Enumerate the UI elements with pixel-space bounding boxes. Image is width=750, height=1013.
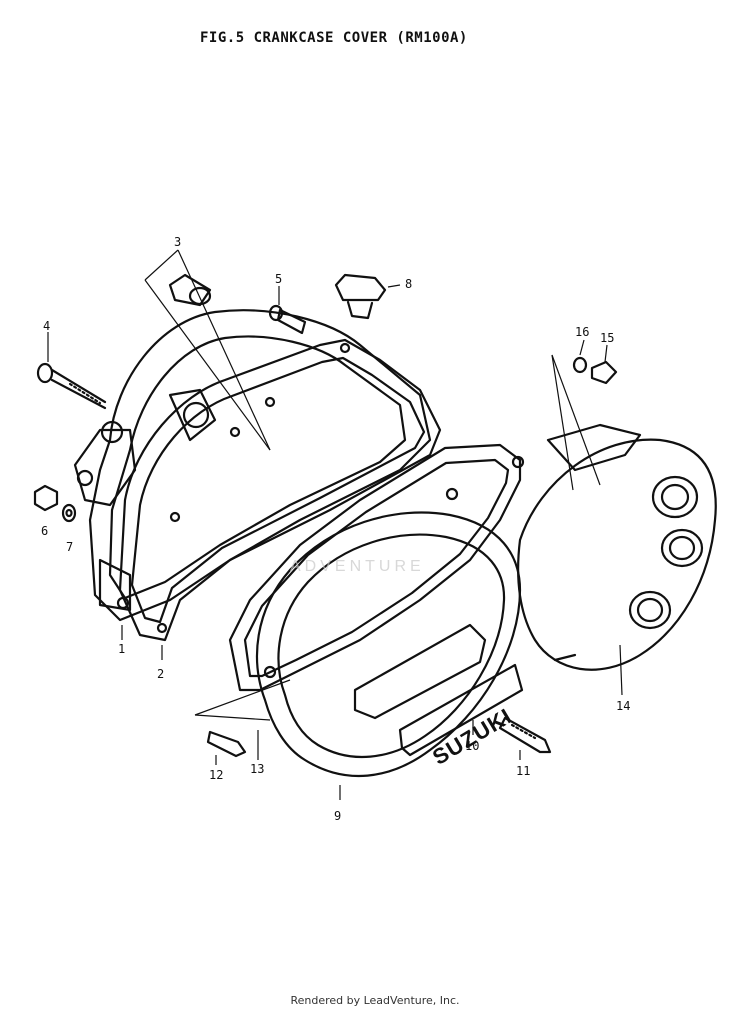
part-6-nut xyxy=(33,484,59,512)
part-4-long-bolt xyxy=(36,362,107,410)
watermark: ADVENTURE xyxy=(290,558,425,575)
part-12-screw xyxy=(206,730,247,758)
part-11-screw xyxy=(498,716,552,754)
part-14-outer-cover xyxy=(517,423,717,671)
part-2-gasket xyxy=(118,338,442,642)
callout-1: 1 xyxy=(118,642,125,656)
part-9-clutch-cover: SUZUKI xyxy=(256,511,524,778)
callout-7: 7 xyxy=(66,540,73,554)
figure-title: FIG.5 CRANKCASE COVER (RM100A) xyxy=(200,30,468,46)
callout-13: 13 xyxy=(250,762,264,776)
callout-15: 15 xyxy=(600,331,614,345)
callout-9: 9 xyxy=(334,809,341,823)
leader-lines xyxy=(47,249,623,800)
part-15-screw xyxy=(590,360,618,385)
part-8-filler-cap xyxy=(334,273,387,320)
callout-5: 5 xyxy=(275,272,282,286)
callout-12: 12 xyxy=(209,768,223,782)
callout-16: 16 xyxy=(575,325,589,339)
callout-11: 11 xyxy=(516,764,530,778)
callout-14: 14 xyxy=(616,699,630,713)
callout-10: 10 xyxy=(465,739,479,753)
part-7-washer xyxy=(61,503,77,523)
callouts: 1 2 3 4 5 6 7 8 9 10 11 12 13 14 15 16 xyxy=(41,235,630,823)
callout-8: 8 xyxy=(405,277,412,291)
callout-3: 3 xyxy=(174,235,181,249)
part-3-dowel-pin xyxy=(168,273,212,307)
part-5-screw xyxy=(268,304,307,335)
callout-2: 2 xyxy=(157,667,164,681)
part-16-washer xyxy=(572,356,588,374)
callout-4: 4 xyxy=(43,319,50,333)
footer-credit: Rendered by LeadVenture, Inc. xyxy=(290,994,460,1007)
callout-6: 6 xyxy=(41,524,48,538)
